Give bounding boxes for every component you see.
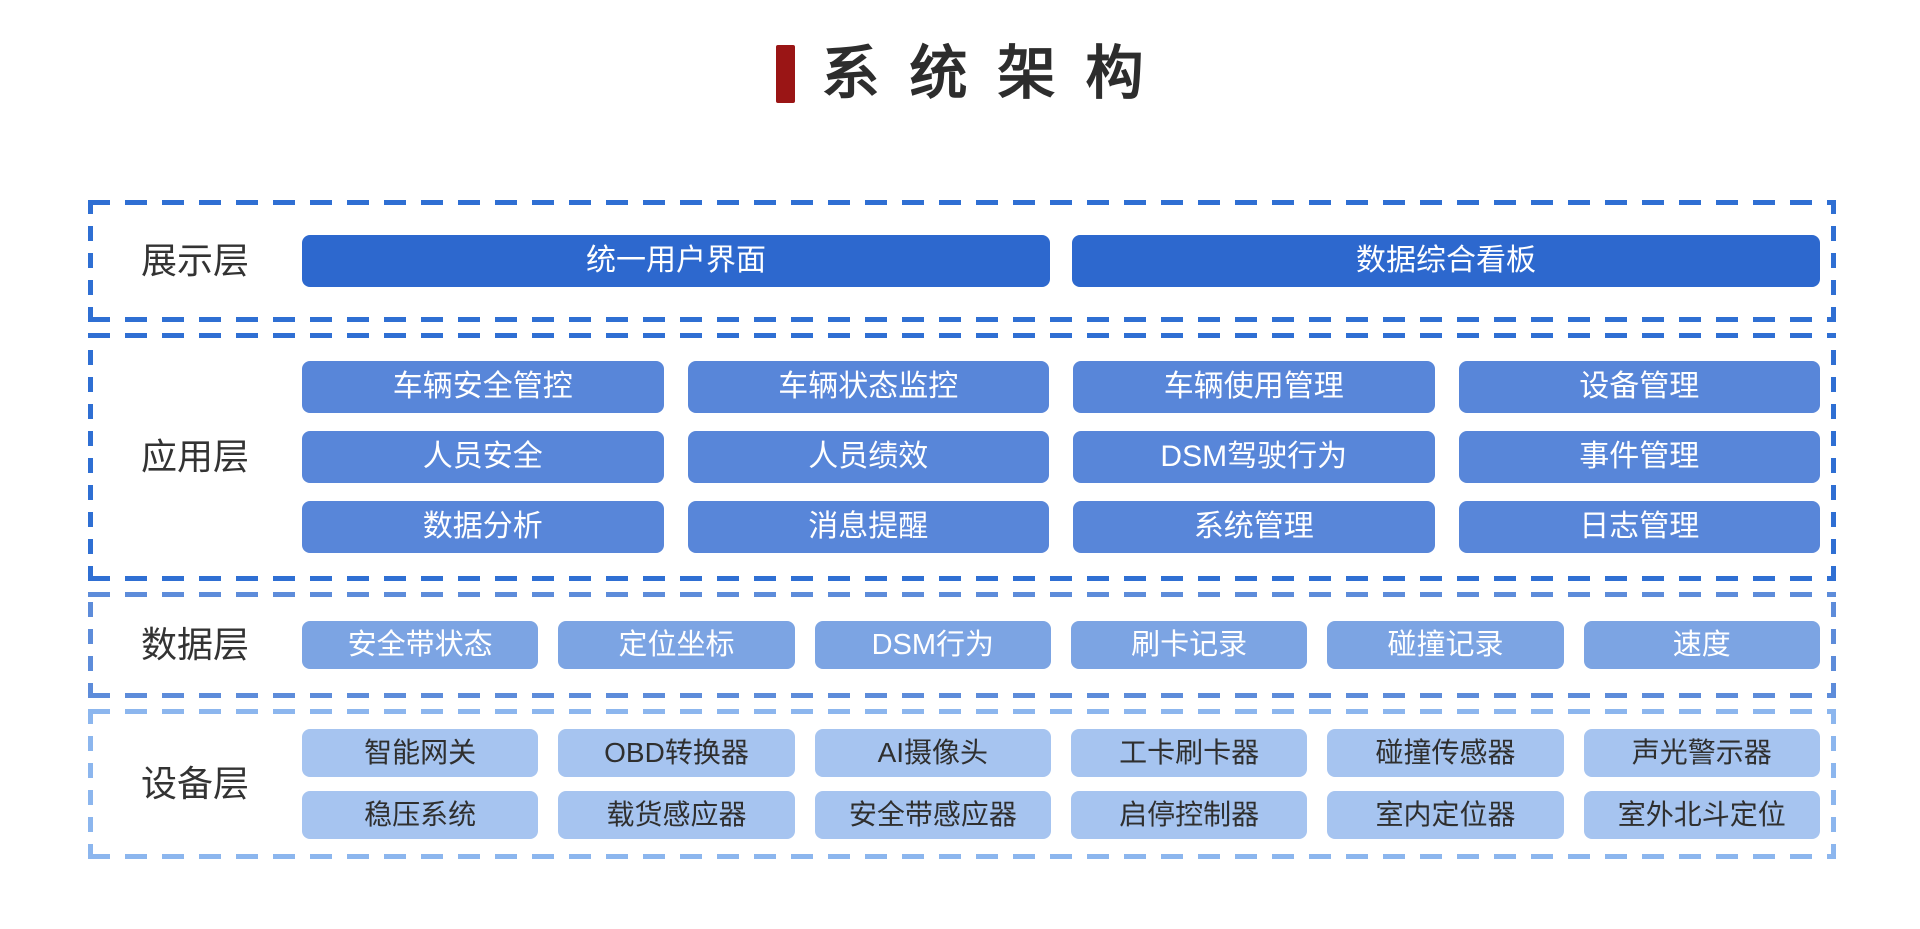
- layer-presentation: 展示层 统一用户界面数据综合看板: [88, 200, 1836, 322]
- box-data-r0-c1: 定位坐标: [558, 621, 795, 669]
- box-application-r1-c0: 人员安全: [302, 431, 664, 483]
- layer-label-data: 数据层: [140, 624, 249, 666]
- layer-label-presentation: 展示层: [140, 240, 249, 282]
- box-device-r0-c0: 智能网关: [302, 729, 539, 777]
- box-device-r0-c5: 声光警示器: [1583, 729, 1820, 777]
- box-device-r1-c2: 安全带感应器: [814, 791, 1051, 839]
- layer-presentation-rows: 统一用户界面数据综合看板: [302, 235, 1820, 287]
- title-accent-bar: [776, 45, 796, 103]
- box-device-r1-c5: 室外北斗定位: [1583, 791, 1820, 839]
- box-row: 数据分析消息提醒系统管理日志管理: [302, 501, 1820, 553]
- layer-device-rows: 智能网关 OBD转换器 AI摄像头工卡刷卡器碰撞传感器声光警示器稳压系统载货感应器安…: [302, 729, 1820, 839]
- box-presentation-r0-c1: 数据综合看板: [1072, 235, 1820, 287]
- box-device-r1-c4: 室内定位器: [1327, 791, 1564, 839]
- box-application-r1-c2: DSM驾驶行为: [1073, 431, 1435, 483]
- box-row: 统一用户界面数据综合看板: [302, 235, 1820, 287]
- layer-device: 设备层 智能网关 OBD转换器 AI摄像头工卡刷卡器碰撞传感器声光警示器稳压系统载货感…: [88, 709, 1836, 859]
- box-application-r0-c1: 车辆状态监控: [687, 361, 1049, 413]
- box-row: 智能网关 OBD转换器 AI摄像头工卡刷卡器碰撞传感器声光警示器: [302, 729, 1820, 777]
- box-data-r0-c3: 刷卡记录: [1070, 621, 1308, 669]
- box-application-r2-c3: 日志管理: [1458, 501, 1820, 553]
- box-device-r1-c3: 启停控制器: [1070, 791, 1308, 839]
- box-data-r0-c5: 速度: [1583, 621, 1820, 669]
- box-data-r0-c0: 安全带状态: [302, 621, 539, 669]
- box-application-r0-c3: 设备管理: [1458, 361, 1820, 413]
- box-application-r0-c0: 车辆安全管控: [302, 361, 664, 413]
- box-application-r2-c0: 数据分析: [302, 501, 664, 553]
- layer-data-rows: 安全带状态定位坐标 DSM行为刷卡记录碰撞记录速度: [302, 621, 1820, 669]
- box-data-r0-c2: DSM行为: [814, 621, 1051, 669]
- box-data-r0-c4: 碰撞记录: [1327, 621, 1564, 669]
- box-application-r1-c3: 事件管理: [1458, 431, 1820, 483]
- box-device-r0-c2: AI摄像头: [814, 729, 1051, 777]
- box-application-r2-c1: 消息提醒: [687, 501, 1049, 553]
- box-application-r0-c2: 车辆使用管理: [1073, 361, 1435, 413]
- box-application-r2-c2: 系统管理: [1073, 501, 1435, 553]
- box-application-r1-c1: 人员绩效: [687, 431, 1049, 483]
- page-title-text: 系统架构: [821, 41, 1174, 106]
- layers: 展示层 统一用户界面数据综合看板应用层 车辆安全管控车辆状态监控车辆使用管理设备管理…: [88, 200, 1836, 859]
- box-row: 车辆安全管控车辆状态监控车辆使用管理设备管理: [302, 361, 1820, 413]
- layer-data: 数据层 安全带状态定位坐标 DSM行为刷卡记录碰撞记录速度: [88, 592, 1836, 698]
- box-device-r1-c1: 载货感应器: [558, 791, 795, 839]
- box-device-r0-c3: 工卡刷卡器: [1070, 729, 1308, 777]
- page-title: 系统架构: [0, 38, 1920, 110]
- box-row: 安全带状态定位坐标 DSM行为刷卡记录碰撞记录速度: [302, 621, 1820, 669]
- box-row: 稳压系统载货感应器安全带感应器启停控制器室内定位器室外北斗定位: [302, 791, 1820, 839]
- box-presentation-r0-c0: 统一用户界面: [302, 235, 1050, 287]
- layer-label-application: 应用层: [140, 436, 249, 478]
- box-device-r1-c0: 稳压系统: [302, 791, 539, 839]
- box-row: 人员安全人员绩效 DSM驾驶行为事件管理: [302, 431, 1820, 483]
- box-device-r0-c1: OBD转换器: [558, 729, 795, 777]
- box-device-r0-c4: 碰撞传感器: [1327, 729, 1564, 777]
- layer-label-device: 设备层: [140, 763, 249, 805]
